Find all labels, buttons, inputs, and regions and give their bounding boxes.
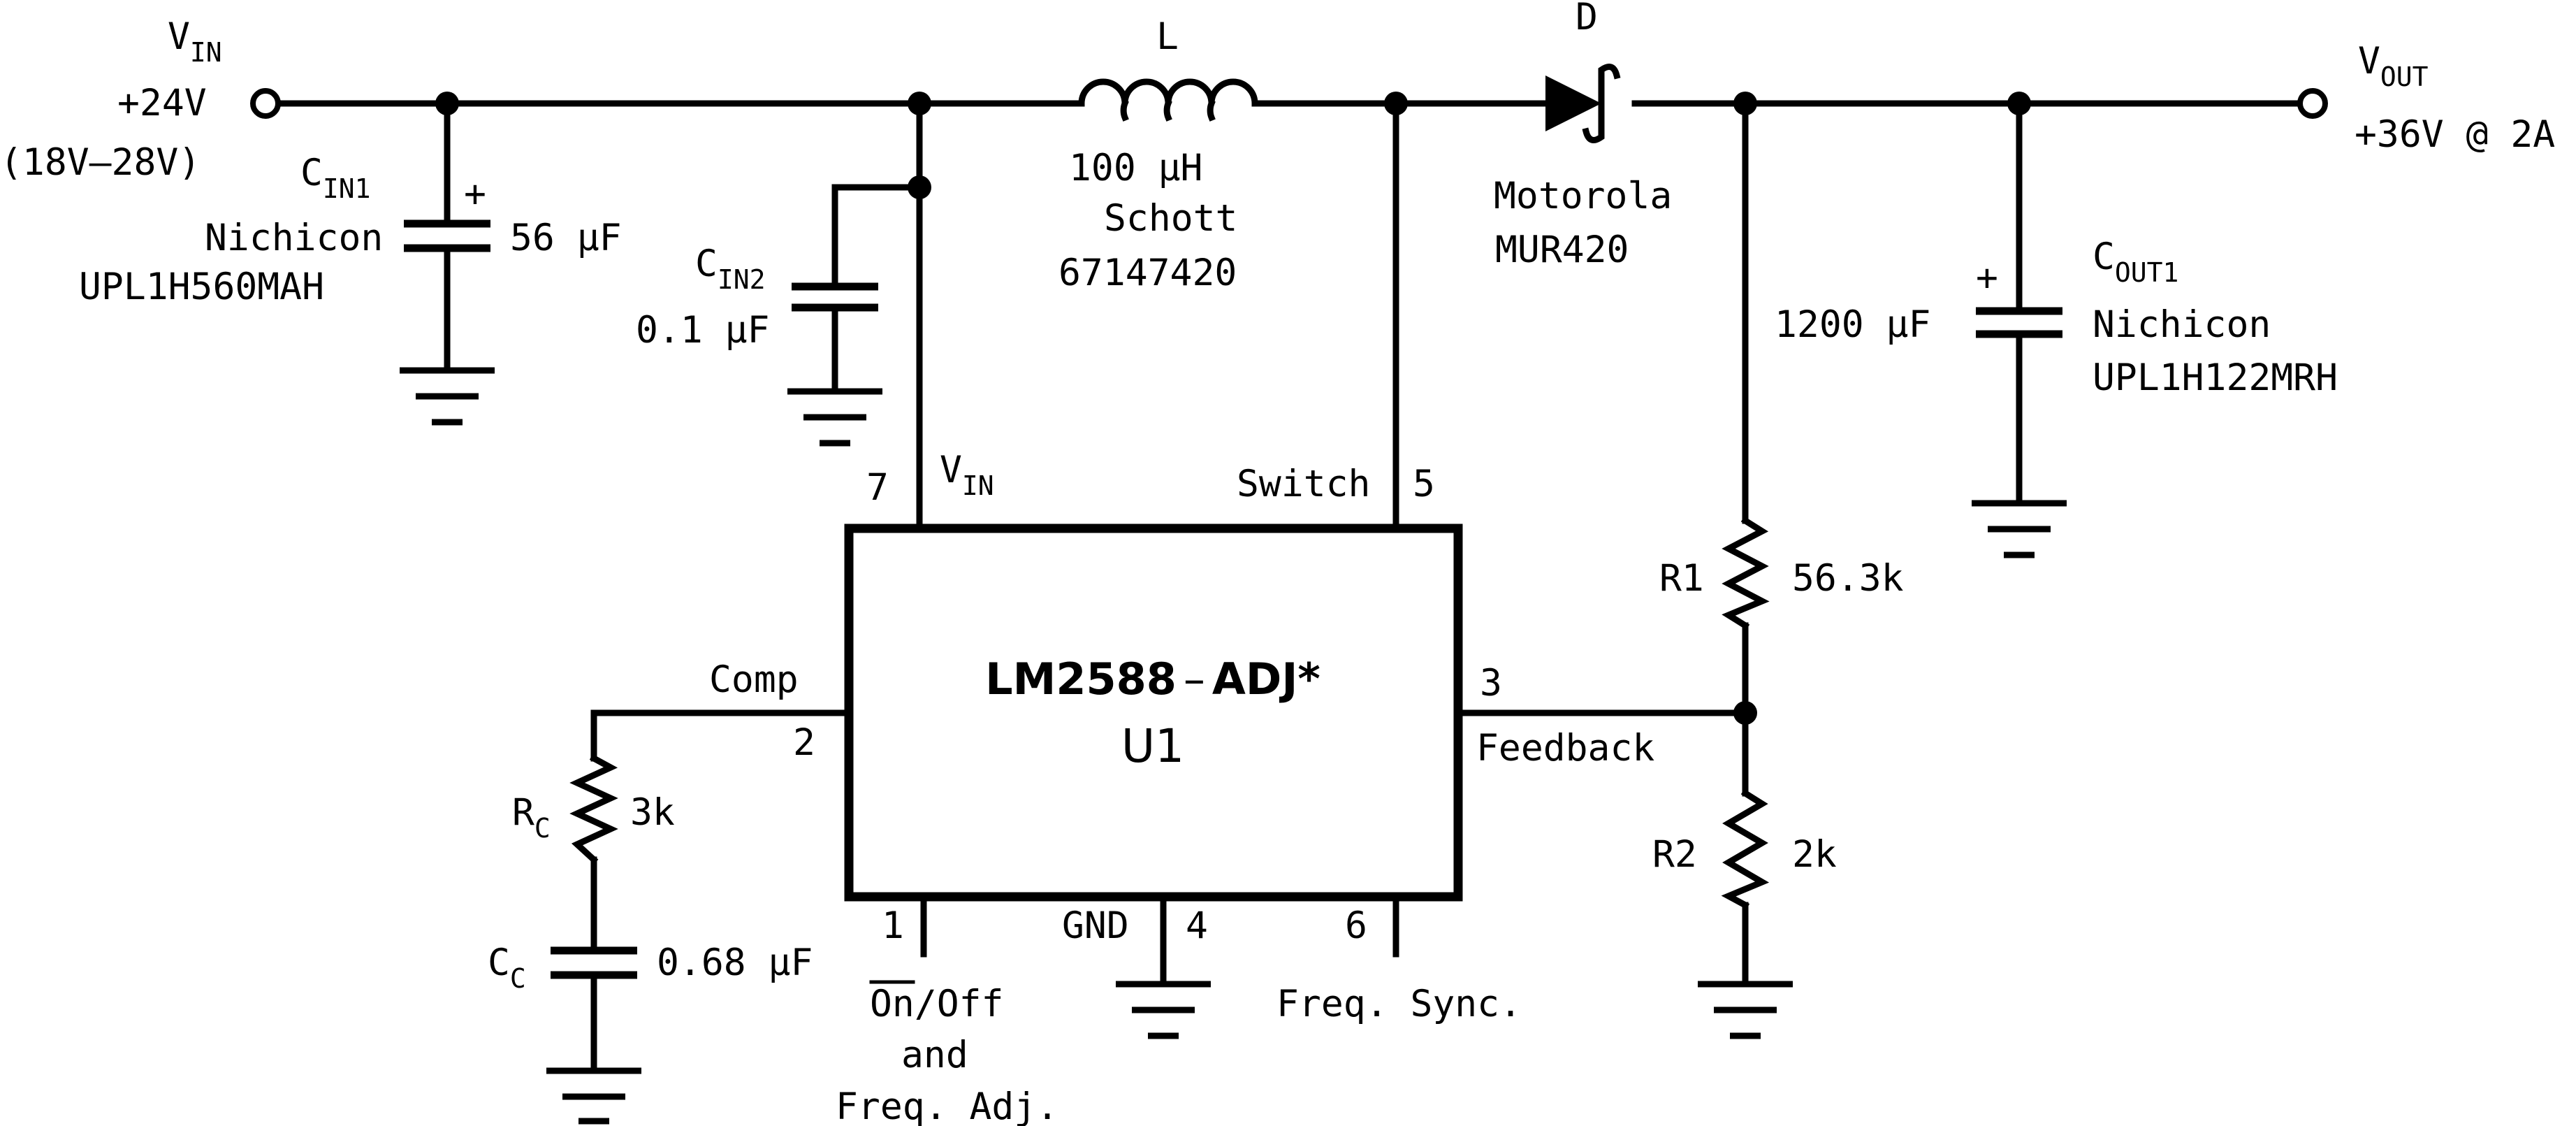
pin-feedback-label: Feedback bbox=[1476, 727, 1654, 770]
junctions bbox=[435, 92, 2031, 725]
vin-label: VIN bbox=[168, 15, 222, 68]
r1-resistor bbox=[1722, 516, 1770, 630]
pin-onoff-label: On/Off bbox=[870, 983, 1003, 1025]
ground-cout1 bbox=[1972, 500, 2067, 558]
pin-switch-number: 5 bbox=[1413, 463, 1435, 505]
r1-ref: R1 bbox=[1659, 557, 1704, 600]
diode-cathode-bar bbox=[1582, 64, 1621, 143]
pin-gnd-label: GND bbox=[1062, 904, 1129, 947]
ground-cc bbox=[546, 1067, 641, 1125]
cin1-part: UPL1H560MAH bbox=[79, 266, 324, 308]
cc-value: 0.68 μF bbox=[657, 941, 813, 984]
cout1-capacitor bbox=[1976, 307, 2062, 338]
r2-ref: R2 bbox=[1652, 833, 1697, 876]
cin2-capacitor bbox=[792, 282, 878, 312]
inductor-part: 67147420 bbox=[1058, 252, 1237, 294]
ground-r2 bbox=[1698, 981, 1793, 1039]
rc-resistor bbox=[569, 753, 618, 865]
vin-voltage: +24V bbox=[117, 82, 207, 124]
cin1-capacitor bbox=[404, 219, 490, 252]
ic-part-number: LM2588–ADJ* bbox=[985, 654, 1320, 705]
pin-switch-label: Switch bbox=[1237, 463, 1370, 505]
ic-ref: U1 bbox=[1121, 719, 1184, 773]
pin-sync-label: Freq. Sync. bbox=[1276, 983, 1522, 1025]
rc-value: 3k bbox=[630, 791, 675, 834]
cout1-polarity: + bbox=[1976, 257, 1998, 299]
vout-terminal bbox=[2297, 88, 2328, 119]
junction-dot bbox=[908, 92, 931, 115]
cin1-value: 56 μF bbox=[510, 217, 622, 259]
pin-gnd-number: 4 bbox=[1186, 904, 1208, 947]
inductor-ref: L bbox=[1156, 15, 1179, 58]
junction-dot bbox=[1733, 92, 1757, 115]
cout1-part: UPL1H122MRH bbox=[2093, 356, 2338, 399]
ground-cin1 bbox=[400, 367, 495, 426]
cc-capacitor bbox=[551, 946, 637, 979]
cin2-value: 0.1 μF bbox=[636, 309, 769, 352]
r2-value: 2k bbox=[1792, 833, 1837, 876]
pin-onoff-freq-adj: Freq. Adj. bbox=[836, 1085, 1058, 1126]
pin-onoff-and: and bbox=[901, 1034, 968, 1076]
junction-dot bbox=[1733, 701, 1757, 725]
inductor-coil bbox=[1078, 78, 1258, 122]
diode-schottky bbox=[1545, 64, 1621, 143]
wire-comp bbox=[590, 709, 852, 762]
vin-range: (18V–28V) bbox=[0, 141, 201, 184]
r2-resistor bbox=[1721, 788, 1770, 910]
cout1-ref: COUT1 bbox=[2093, 236, 2178, 288]
pin-comp-number: 2 bbox=[793, 721, 815, 764]
cin1-ref: CIN1 bbox=[300, 152, 371, 204]
vout-spec: +36V @ 2A bbox=[2355, 113, 2555, 156]
junction-dot bbox=[1384, 92, 1408, 115]
diode-part: MUR420 bbox=[1495, 229, 1629, 271]
junction-dot bbox=[435, 92, 459, 115]
cout1-value: 1200 μF bbox=[1775, 303, 1930, 346]
cin1-polarity: + bbox=[464, 173, 486, 215]
vin-terminal bbox=[250, 88, 281, 119]
junction-dot bbox=[2007, 92, 2031, 115]
diode-mfr: Motorola bbox=[1494, 175, 1672, 217]
inductor-loops bbox=[1120, 99, 1216, 122]
diode-ref: D bbox=[1576, 0, 1598, 38]
inductor-value: 100 μH bbox=[1069, 147, 1202, 189]
pin-comp-label: Comp bbox=[709, 658, 799, 701]
wire-cin2-top bbox=[831, 184, 923, 290]
inductor-mfr: Schott bbox=[1104, 197, 1237, 240]
r1-value: 56.3k bbox=[1792, 557, 1904, 600]
diode-triangle bbox=[1545, 75, 1601, 131]
cin2-ref: CIN2 bbox=[695, 243, 766, 295]
pin-onoff-number: 1 bbox=[882, 904, 904, 947]
cc-ref: CC bbox=[488, 941, 526, 994]
pin-vin-number: 7 bbox=[866, 466, 889, 509]
pin-sync-number: 6 bbox=[1345, 904, 1367, 947]
junction-dot bbox=[908, 175, 931, 199]
rc-ref: RC bbox=[512, 791, 551, 844]
cout1-mfr: Nichicon bbox=[2093, 303, 2271, 346]
pin-vin-label: VIN bbox=[940, 449, 994, 501]
ic-body bbox=[844, 524, 1463, 902]
vout-label: VOUT bbox=[2358, 40, 2429, 92]
cin1-mfr: Nichicon bbox=[205, 217, 383, 259]
pin-feedback-number: 3 bbox=[1480, 662, 1502, 705]
ground-pin4 bbox=[1116, 981, 1211, 1039]
ground-cin2 bbox=[787, 388, 882, 447]
